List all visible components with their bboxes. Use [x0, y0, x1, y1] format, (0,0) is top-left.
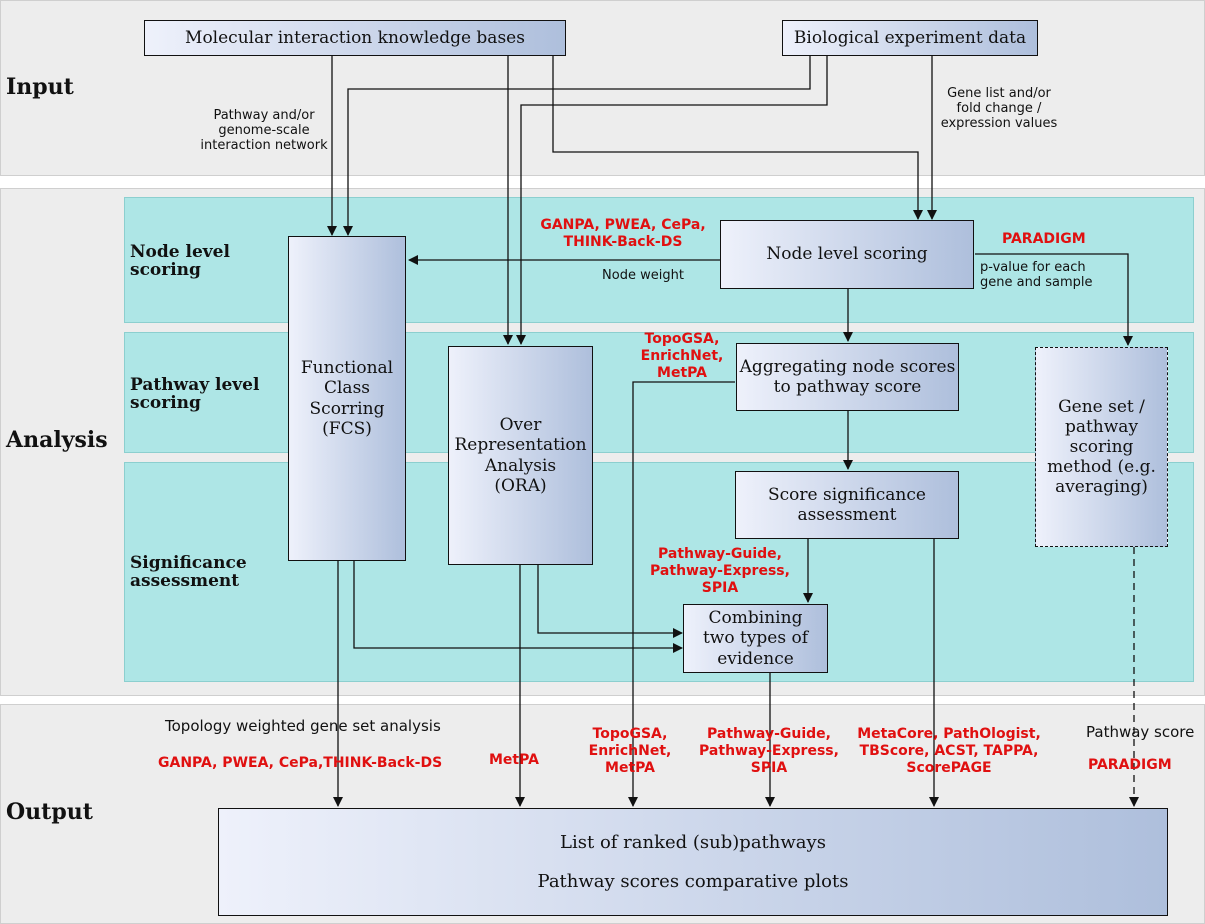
- tools-paradigm-node: PARADIGM: [1002, 231, 1086, 247]
- knowledge-bases-box: Molecular interaction knowledge bases: [144, 20, 566, 56]
- combining-box: Combining two types of evidence: [683, 604, 828, 673]
- output-line-ranked-pathways: List of ranked (sub)pathways: [560, 831, 826, 853]
- tools-metpa-out: MetPA: [489, 752, 539, 768]
- topology-note: Topology weighted gene set analysis: [165, 717, 441, 735]
- aggregating-label: Aggregating node scores to pathway score: [739, 356, 956, 397]
- tools-pathway-guide-out: Pathway-Guide, Pathway-Express, SPIA: [699, 726, 839, 776]
- pvalue-note: p-value for each gene and sample: [980, 260, 1093, 290]
- node-level-scoring-label: Node level scoring: [766, 244, 928, 265]
- experiment-data-label: Biological experiment data: [793, 27, 1027, 48]
- combining-label: Combining two types of evidence: [702, 608, 809, 669]
- pathway-score-note: Pathway score: [1086, 723, 1195, 741]
- knowledge-bases-label: Molecular interaction knowledge bases: [185, 27, 525, 48]
- input-section-label: Input: [6, 74, 74, 100]
- output-section-label: Output: [6, 799, 93, 825]
- ora-box: Over Representation Analysis (ORA): [448, 346, 593, 565]
- gene-list-note: Gene list and/or fold change / expressio…: [940, 86, 1058, 131]
- gene-set-box: Gene set / pathway scoring method (e.g. …: [1035, 347, 1168, 547]
- fcs-box: Functional Class Scorring (FCS): [288, 236, 406, 561]
- analysis-section-label: Analysis: [6, 427, 108, 453]
- tools-ganpa-out: GANPA, PWEA, CePa,THINK-Back-DS: [158, 755, 443, 771]
- fcs-label: Functional Class Scorring (FCS): [300, 358, 394, 439]
- output-line-comparative-plots: Pathway scores comparative plots: [537, 871, 849, 892]
- tools-topogsa-mid: TopoGSA, EnrichNet, MetPA: [640, 331, 724, 381]
- pathway-level-row-label: Pathway level scoring: [130, 375, 260, 413]
- node-level-row-label: Node level scoring: [130, 242, 230, 280]
- aggregating-box: Aggregating node scores to pathway score: [736, 343, 959, 411]
- significance-label: Score significance assessment: [768, 484, 926, 525]
- significance-box: Score significance assessment: [735, 471, 959, 539]
- pathway-network-note: Pathway and/or genome-scale interaction …: [200, 108, 328, 153]
- tools-pathway-guide-mid: Pathway-Guide, Pathway-Express, SPIA: [650, 546, 790, 596]
- tools-ganpa-node: GANPA, PWEA, CePa, THINK-Back-DS: [540, 217, 706, 250]
- gene-set-label: Gene set / pathway scoring method (e.g. …: [1047, 396, 1156, 498]
- experiment-data-box: Biological experiment data: [782, 20, 1038, 56]
- tools-paradigm-out: PARADIGM: [1088, 757, 1172, 773]
- output-box: List of ranked (sub)pathways Pathway sco…: [218, 808, 1168, 916]
- significance-row-label: Significance assessment: [130, 553, 247, 591]
- node-weight-note: Node weight: [602, 268, 684, 283]
- tools-topogsa-out: TopoGSA, EnrichNet, MetPA: [588, 726, 672, 776]
- ora-label: Over Representation Analysis (ORA): [454, 415, 587, 496]
- tools-metacore-out: MetaCore, PathOlogist, TBScore, ACST, TA…: [857, 726, 1041, 776]
- node-level-scoring-box: Node level scoring: [720, 220, 974, 289]
